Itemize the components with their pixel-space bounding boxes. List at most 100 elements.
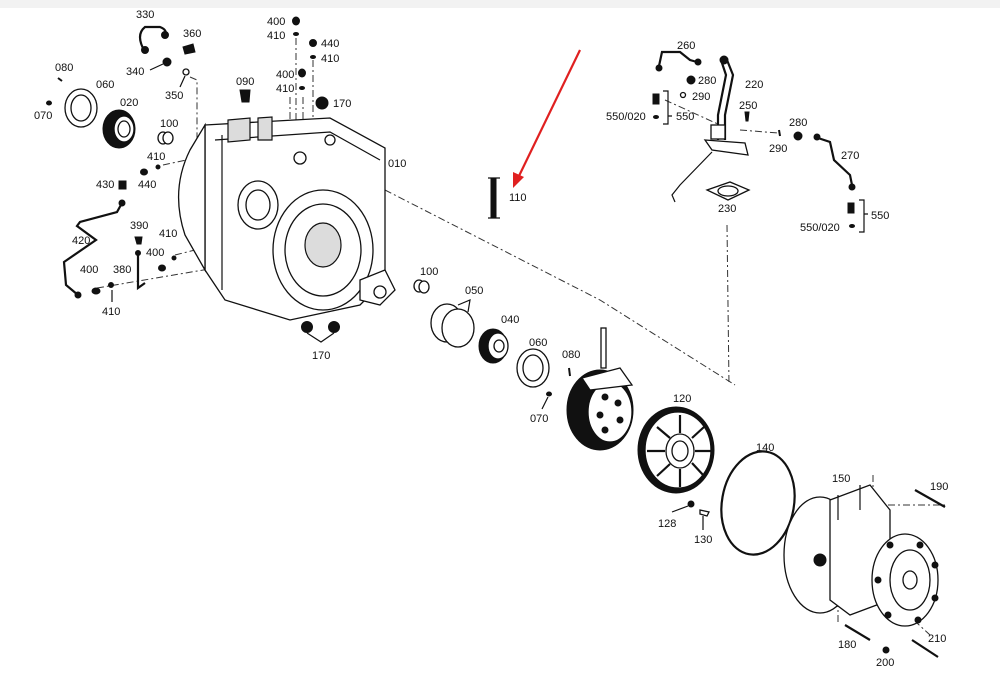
label-150: 150: [832, 473, 850, 485]
part-400-plug-mid[interactable]: [298, 68, 306, 78]
label-550-020-lower: 550/020: [800, 222, 840, 234]
label-290-upper: 290: [692, 91, 710, 103]
part-390-fitting[interactable]: [134, 236, 143, 245]
part-110-bracket[interactable]: [488, 177, 500, 219]
label-190: 190: [930, 481, 948, 493]
label-550-020-upper: 550/020: [606, 111, 646, 123]
part-550-upper[interactable]: [652, 90, 672, 125]
part-410-washer-left[interactable]: [155, 164, 161, 170]
label-400-mid: 400: [276, 69, 294, 81]
part-270-pipe[interactable]: [813, 133, 856, 191]
label-410-lower-right: 410: [159, 228, 177, 240]
part-410-washer-lower-right[interactable]: [171, 255, 177, 261]
part-150-final-drive-housing[interactable]: [783, 484, 939, 627]
part-410-washer-mid[interactable]: [299, 86, 305, 90]
label-050: 050: [465, 285, 483, 297]
part-050-o-rings[interactable]: [430, 299, 475, 348]
label-360: 360: [183, 28, 201, 40]
label-140: 140: [756, 442, 774, 454]
label-440-top: 440: [321, 38, 339, 50]
label-070-left: 070: [34, 110, 52, 122]
part-290-washer-upper[interactable]: [679, 91, 687, 99]
part-090-plug[interactable]: [239, 89, 251, 103]
label-440-left: 440: [138, 179, 156, 191]
part-100-bushing[interactable]: [157, 131, 174, 145]
part-100-bushing-mid[interactable]: [413, 279, 430, 294]
part-230-gasket[interactable]: [705, 181, 751, 201]
label-220: 220: [745, 79, 763, 91]
label-230: 230: [718, 203, 736, 215]
part-440-plug-left[interactable]: [140, 168, 148, 176]
label-410-lower-left: 410: [102, 306, 120, 318]
part-080-pin-mid[interactable]: [568, 367, 571, 377]
label-270: 270: [841, 150, 859, 162]
label-280-upper: 280: [698, 75, 716, 87]
part-340-plug[interactable]: [149, 57, 172, 71]
part-128-ball[interactable]: [671, 500, 695, 513]
part-380-pipe[interactable]: [135, 250, 146, 291]
label-100-mid: 100: [420, 266, 438, 278]
part-020-bearing[interactable]: [102, 109, 136, 149]
part-070-screw[interactable]: [46, 100, 52, 106]
part-060-cover-mid[interactable]: [516, 348, 550, 388]
part-410-washer-top-right[interactable]: [310, 55, 316, 59]
label-550-lower: 550: [871, 210, 889, 222]
part-290-washer-lower[interactable]: [778, 129, 781, 137]
part-070-screw-mid[interactable]: [541, 391, 552, 410]
part-440-plug-top[interactable]: [309, 39, 317, 47]
label-400-lower-right: 400: [146, 247, 164, 259]
label-350: 350: [165, 90, 183, 102]
label-400-lower-left: 400: [80, 264, 98, 276]
part-410-washer-lower-left[interactable]: [108, 282, 114, 303]
part-170-plug-top[interactable]: [315, 96, 329, 110]
part-170-plugs-bottom[interactable]: [301, 321, 340, 343]
part-400-plug-top[interactable]: [292, 16, 300, 26]
label-100-left: 100: [160, 118, 178, 130]
part-420-pipe[interactable]: [62, 199, 126, 299]
label-130: 130: [694, 534, 712, 546]
part-410-washer-top[interactable]: [293, 32, 299, 36]
part-280-plug-lower[interactable]: [793, 131, 803, 141]
label-170-top: 170: [333, 98, 351, 110]
label-060-mid: 060: [529, 337, 547, 349]
label-410-top-right: 410: [321, 53, 339, 65]
label-410-left: 410: [147, 151, 165, 163]
part-140-o-ring[interactable]: [714, 446, 803, 561]
label-040: 040: [501, 314, 519, 326]
label-330: 330: [136, 9, 154, 21]
part-550-lower[interactable]: [847, 199, 868, 233]
label-390: 390: [130, 220, 148, 232]
part-200-nut[interactable]: [882, 646, 890, 654]
label-080-mid: 080: [562, 349, 580, 361]
part-400-plug-lower-right[interactable]: [158, 264, 166, 272]
part-040-bearing[interactable]: [478, 328, 509, 364]
part-260-pipe[interactable]: [655, 50, 702, 72]
part-180-stud[interactable]: [844, 624, 871, 641]
part-220-pipe-assembly[interactable]: [671, 55, 749, 203]
label-090: 090: [236, 76, 254, 88]
part-210-stud[interactable]: [911, 639, 939, 658]
label-260: 260: [677, 40, 695, 52]
part-400-plug-lower-left[interactable]: [91, 287, 101, 295]
part-120-piston[interactable]: [637, 406, 715, 494]
part-280-plug-upper[interactable]: [686, 75, 696, 85]
part-060-cover[interactable]: [64, 88, 98, 128]
part-250-screw[interactable]: [744, 111, 750, 122]
part-130-screw[interactable]: [699, 509, 710, 530]
part-brake-assembly[interactable]: [566, 327, 634, 451]
part-190-stud[interactable]: [914, 489, 946, 508]
label-070-mid: 070: [530, 413, 548, 425]
window-top-strip: [0, 0, 1000, 8]
part-080-pin[interactable]: [57, 77, 63, 82]
label-060-left: 060: [96, 79, 114, 91]
part-330-bent-pipe[interactable]: [138, 25, 169, 54]
label-180: 180: [838, 639, 856, 651]
part-350-washer[interactable]: [179, 68, 190, 88]
label-410-top: 410: [267, 30, 285, 42]
part-430-plug[interactable]: [118, 180, 127, 190]
part-labels: 330 360 340 350 080 060 070 020 100 410 …: [34, 9, 948, 669]
label-128: 128: [658, 518, 676, 530]
part-360-fitting[interactable]: [182, 43, 196, 55]
part-010-main-housing[interactable]: [177, 116, 396, 321]
